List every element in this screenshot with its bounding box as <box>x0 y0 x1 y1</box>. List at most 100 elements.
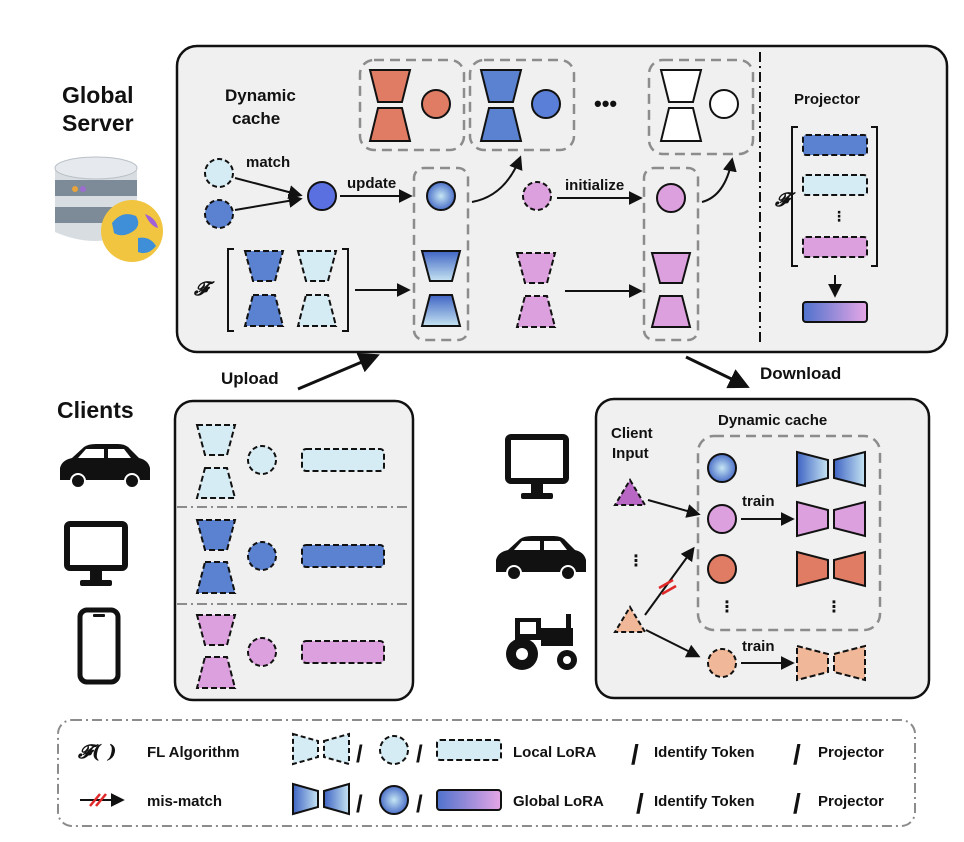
update-column-box <box>412 166 470 342</box>
cache-slot-blue <box>468 58 576 152</box>
match-arrow-1 <box>234 177 303 199</box>
legend-slash-6: / <box>416 791 423 818</box>
client-upload-panel <box>173 399 415 702</box>
local-lora-blue-bottom <box>243 294 285 327</box>
client-cache-box <box>696 434 882 632</box>
input-to-peach-arrow <box>645 629 701 658</box>
upload-arrow <box>297 352 380 391</box>
local-projector-pink <box>802 236 868 258</box>
client-input-label-line1: Client <box>611 425 653 442</box>
clients-title: Clients <box>57 397 134 423</box>
legend-local-lora-icon <box>292 732 350 766</box>
legend-mismatch-label: mis-match <box>147 793 222 810</box>
client-token-salmon <box>707 554 737 584</box>
initialized-lora-top <box>650 252 692 284</box>
tractor-icon <box>506 614 577 670</box>
download-arrow <box>685 355 750 389</box>
projector-bracket-left <box>791 126 798 267</box>
new-lora-pink-bottom <box>515 295 557 328</box>
updated-lora-bottom <box>420 294 462 327</box>
legend-mismatch-icon <box>80 793 125 807</box>
local-projector-blue <box>802 134 868 156</box>
client-cache-title: Dynamic cache <box>718 412 827 429</box>
global-server-label: Global Server <box>62 82 134 136</box>
legend-slash-4: / <box>793 739 801 770</box>
legend-slash-8: / <box>793 788 801 819</box>
legend-slash-5: / <box>356 791 363 818</box>
projector-title: Projector <box>794 91 860 108</box>
car-icon <box>60 444 150 489</box>
update-to-cache-arrow <box>471 155 523 203</box>
initialized-token <box>656 183 686 213</box>
cache-ellipsis: ••• <box>594 91 617 116</box>
legend-slash-3: / <box>631 739 639 770</box>
initialize-to-cache-arrow <box>701 157 737 203</box>
cache-slot-salmon <box>358 58 466 152</box>
monitor-icon <box>64 521 128 586</box>
client-row-pink <box>195 614 385 689</box>
input-vdots: ⋮ <box>628 553 644 570</box>
match-arrow-2 <box>234 193 303 211</box>
legend-slash-2: / <box>416 741 423 768</box>
new-token-pink <box>522 181 552 211</box>
global-server-title-line2: Server <box>62 110 134 136</box>
global-server-title-line1: Global <box>62 82 134 108</box>
car-icon-right <box>496 536 586 581</box>
legend-local-lora-label: Local LoRA <box>513 744 597 761</box>
download-label: Download <box>760 364 841 383</box>
global-token-matched <box>307 181 337 211</box>
client-input-label-line2: Input <box>612 445 649 462</box>
local-projector-light <box>802 174 868 196</box>
legend-global-projector-icon <box>436 789 502 811</box>
train-label-1: train <box>742 493 775 510</box>
mismatch-marker <box>658 578 677 596</box>
phone-icon <box>77 607 121 685</box>
initialize-label: initialize <box>565 177 624 194</box>
client-token-peach <box>707 648 737 678</box>
projector-bracket-right <box>871 126 878 267</box>
local-lora-light-top <box>296 250 338 282</box>
client-row-light <box>195 424 385 499</box>
server-cache-label-line1: Dynamic <box>225 86 296 105</box>
legend-global-lora-label: Global LoRA <box>513 793 604 810</box>
local-token-blue <box>204 199 234 229</box>
input-triangle-peach <box>613 605 647 633</box>
client-lora-pink <box>796 500 866 538</box>
legend-slash-7: / <box>636 788 644 819</box>
client-token-blue <box>707 453 737 483</box>
global-projector <box>802 301 868 323</box>
cache-vdots-right: ⋮ <box>826 599 842 616</box>
client-lora-salmon <box>796 550 866 588</box>
local-lora-blue-top <box>243 250 285 282</box>
initialize-column-box <box>642 166 700 342</box>
cache-slot-empty <box>647 58 755 156</box>
legend-box <box>57 719 916 827</box>
legend-identify-token-2: Identify Token <box>654 793 755 810</box>
legend-projector-2: Projector <box>818 793 884 810</box>
train-label-2: train <box>742 638 775 655</box>
match-label: match <box>246 154 290 171</box>
legend-fl-label: FL Algorithm <box>147 744 240 761</box>
cache-vdots-left: ⋮ <box>719 599 735 616</box>
legend-fl-symbol: 𝓕( ) <box>77 741 117 763</box>
legend-projector-1: Projector <box>818 744 884 761</box>
updated-lora-top <box>420 250 462 282</box>
legend-identify-token-1: Identify Token <box>654 744 755 761</box>
client-token-pink <box>707 504 737 534</box>
legend-slash-1: / <box>356 741 363 768</box>
update-label: update <box>347 175 396 192</box>
updated-token <box>426 181 456 211</box>
input-to-pink-arrow <box>647 499 701 518</box>
client-lora-peach <box>796 644 866 682</box>
server-cache-label-line2: cache <box>232 109 280 128</box>
bracket-right <box>342 248 349 332</box>
database-globe-icon <box>54 156 163 262</box>
local-lora-light-bottom <box>296 294 338 327</box>
input-triangle-purple <box>613 478 647 506</box>
new-lora-pink-top <box>515 252 557 284</box>
legend-global-lora-icon <box>292 782 350 816</box>
projector-vdots: ⋮ <box>832 208 846 224</box>
client-lora-blue <box>796 450 866 488</box>
legend-local-token-icon <box>379 735 409 765</box>
